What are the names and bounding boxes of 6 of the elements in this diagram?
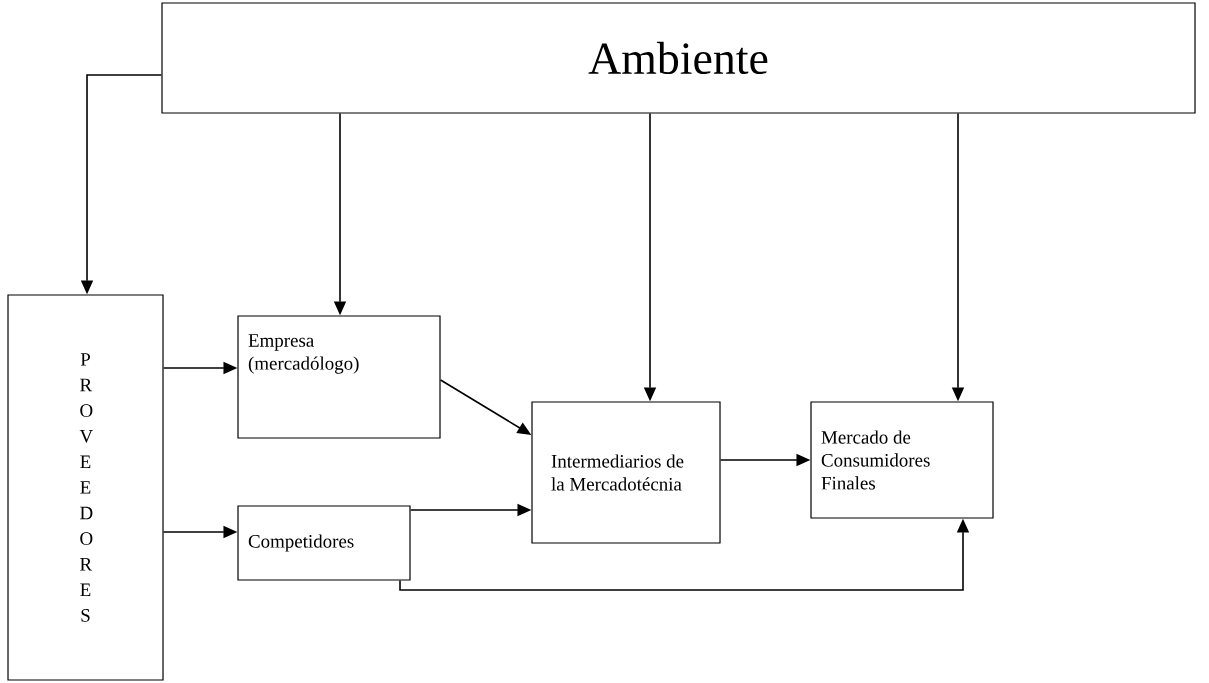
process-box: Competidores bbox=[237, 505, 411, 581]
title-box: Ambiente bbox=[161, 2, 1196, 114]
process-box: Mercado de Consumidores Finales bbox=[810, 401, 994, 519]
process-box: Intermediarios de la Mercadotécnia bbox=[531, 401, 721, 544]
vertical-box: P R O V E E D O R E S bbox=[7, 294, 164, 681]
process-box: Empresa (mercadólogo) bbox=[237, 315, 441, 439]
